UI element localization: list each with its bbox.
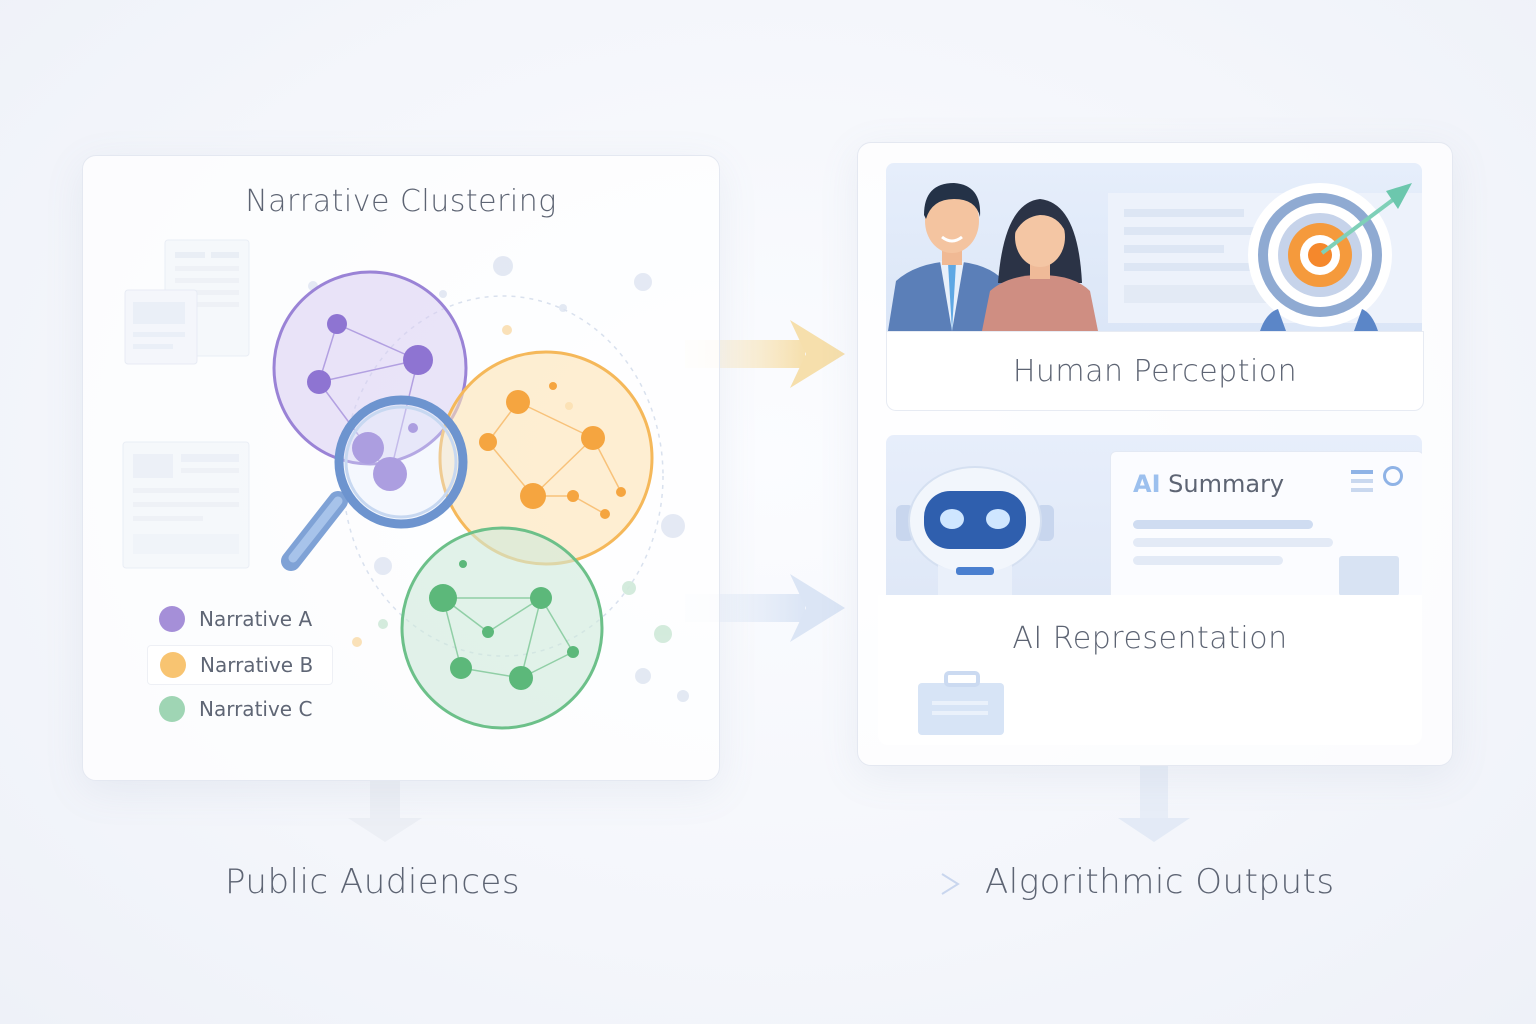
- ai-summary-ai-word: AI: [1133, 470, 1161, 498]
- woman-icon: [982, 199, 1098, 331]
- legend-label: Narrative A: [199, 607, 313, 631]
- man-icon: [888, 183, 1010, 331]
- narrative-c-swatch: [159, 696, 185, 722]
- document-icon: [122, 441, 250, 569]
- legend-label: Narrative C: [199, 697, 313, 721]
- narrative-a-cluster: [272, 270, 468, 491]
- ai-representation-label-box: AI Representation: [878, 595, 1422, 745]
- robot-icon: [896, 466, 1054, 595]
- card-title: Human Perception: [1012, 354, 1298, 389]
- legend-label: Narrative B: [200, 653, 314, 677]
- document-icon: [124, 239, 250, 365]
- arrow-down-right: [1118, 765, 1190, 842]
- panel-title: Narrative Clustering: [245, 184, 557, 219]
- bottom-connector-arrow: [575, 873, 960, 895]
- search-icon: [1383, 466, 1403, 486]
- ai-representation-image: AI Summary: [886, 435, 1422, 595]
- legend-item-narrative-a: Narrative A: [147, 600, 312, 638]
- ai-representation-card: AI Summary AI Representation: [878, 435, 1422, 745]
- algorithmic-outputs-label: Algorithmic Outputs: [985, 862, 1335, 902]
- ai-summary-heading: AI Summary: [1133, 470, 1284, 498]
- ai-summary-card: AI Summary: [1110, 451, 1422, 595]
- briefcase-icon: [918, 671, 1004, 735]
- human-perception-label-box: Human Perception: [886, 331, 1424, 411]
- arrow-down-left: [348, 780, 422, 842]
- legend-item-narrative-c: Narrative C: [147, 690, 312, 728]
- public-audiences-label: Public Audiences: [225, 862, 521, 902]
- cluster-illustration: [122, 239, 689, 730]
- ai-summary-word: Summary: [1168, 470, 1285, 498]
- narrative-c-cluster: [400, 526, 604, 730]
- legend-item-narrative-b: Narrative B: [147, 645, 333, 685]
- narrative-clustering-panel: Narrative Clustering: [82, 155, 720, 781]
- narrative-a-swatch: [159, 606, 185, 632]
- narrative-b-swatch: [160, 652, 186, 678]
- robot-illustration: [896, 466, 1054, 595]
- human-perception-image: [886, 163, 1422, 331]
- target-icon: [1248, 183, 1412, 331]
- human-perception-card: Human Perception: [886, 163, 1424, 411]
- outputs-panel: Human Perception AI Summary: [857, 142, 1453, 766]
- summary-toolbar-icon: [1351, 470, 1377, 492]
- magnifying-glass-icon: [281, 395, 468, 571]
- people-illustration: [888, 183, 1422, 331]
- card-title: AI Representation: [1012, 621, 1288, 656]
- ai-output-illustration: [918, 671, 1004, 735]
